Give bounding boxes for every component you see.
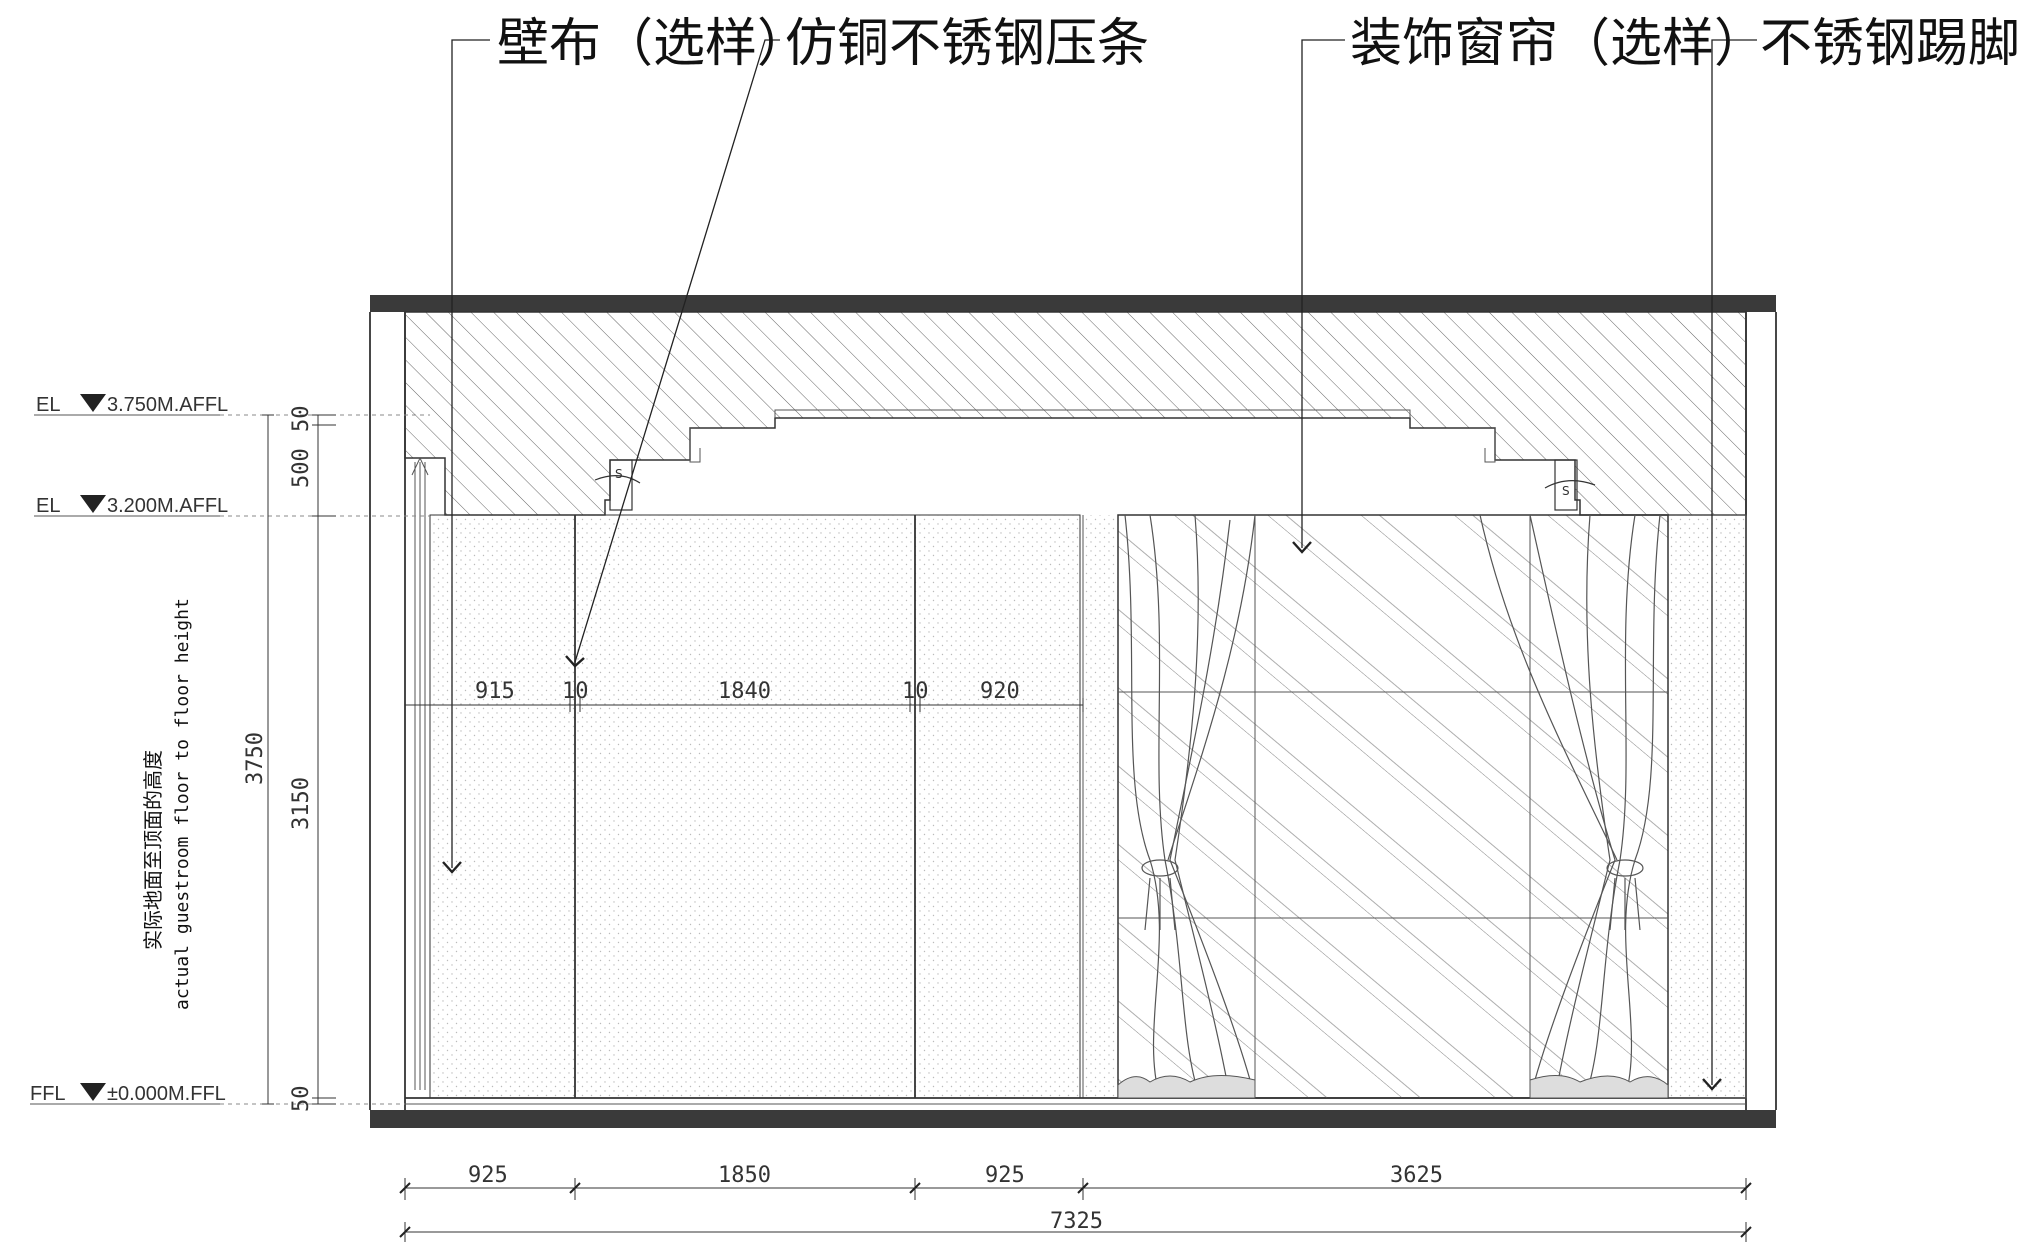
dim-v-50-top: 50	[289, 406, 314, 433]
ceiling-recess-outline	[689, 409, 1496, 463]
dim-bottom-3625: 3625	[1390, 1163, 1443, 1188]
svg-text:S: S	[615, 467, 623, 481]
curtain-right	[1479, 514, 1661, 1099]
dim-total-7325: 7325	[1050, 1209, 1103, 1234]
leader-arrowheads	[442, 541, 1722, 1091]
corner-trim-left	[411, 456, 429, 1090]
dim-v-3750: 3750	[243, 732, 268, 785]
height-label-en: actual guestroom floor to floor height	[172, 598, 193, 1010]
wall-fabric-panel	[429, 514, 1081, 1099]
dim-v-50-bottom: 50	[289, 1086, 314, 1113]
floor-slab	[370, 1110, 1776, 1128]
dim-inner-915: 915	[475, 679, 515, 704]
dim-inner-10a: 10	[562, 679, 589, 704]
dim-inner-920: 920	[980, 679, 1020, 704]
elevation-marker-ceiling: EL 3.200M.AFFL	[34, 495, 228, 517]
dim-v-500: 500	[289, 448, 314, 488]
dim-inner-1840: 1840	[718, 679, 771, 704]
svg-text:±0.000M.FFL: ±0.000M.FFL	[107, 1083, 226, 1105]
elevation-marker-top: EL 3.750M.AFFL	[34, 394, 228, 416]
curtain-side-left	[1083, 515, 1118, 1098]
callout-skirting: 不锈钢踢脚线	[1760, 14, 2017, 74]
elevation-marker-floor: FFL ±0.000M.FFL	[30, 1083, 226, 1105]
curtain-side-right	[1667, 514, 1747, 1099]
dim-bottom-1850: 1850	[718, 1163, 771, 1188]
svg-text:EL: EL	[36, 394, 60, 416]
callout-leaders	[451, 39, 1757, 1085]
curtain-left	[1124, 514, 1256, 1099]
inner-dimension-line	[404, 698, 1084, 712]
callout-bronze-strip: 仿铜不锈钢压条	[785, 14, 1149, 74]
ceiling-slab	[370, 295, 1776, 312]
svg-text:EL: EL	[36, 495, 60, 517]
callout-curtain: 装饰窗帘（选样）	[1350, 14, 1766, 74]
window-glass	[1117, 514, 1669, 1099]
callout-wall-fabric: 壁布（选样）	[497, 14, 809, 74]
vertical-dimension-lines	[262, 414, 336, 1105]
curtain-hem-left	[1117, 1074, 1256, 1099]
dim-bottom-925b: 925	[985, 1163, 1025, 1188]
bottom-dimension-ticks	[399, 1182, 1752, 1238]
height-label-zh: 实际地面至顶面的高度	[141, 750, 165, 950]
svg-text:FFL: FFL	[30, 1083, 66, 1105]
ceiling-hatch	[404, 311, 1747, 516]
dim-inner-10b: 10	[902, 679, 929, 704]
svg-text:S: S	[1562, 484, 1570, 498]
curtain-hem-right	[1529, 1075, 1669, 1099]
curtain-track-right: S	[1544, 459, 1596, 511]
svg-text:3.750M.AFFL: 3.750M.AFFL	[107, 394, 228, 416]
dim-bottom-925a: 925	[468, 1163, 508, 1188]
dim-v-3150: 3150	[289, 777, 314, 830]
svg-text:3.200M.AFFL: 3.200M.AFFL	[107, 495, 228, 517]
